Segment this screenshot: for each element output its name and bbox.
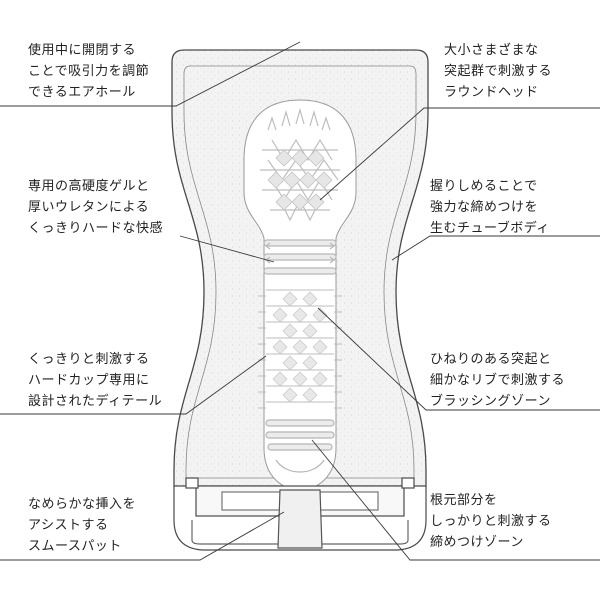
callout-line-base-zone: [311, 439, 600, 561]
label-hard-gel: 専用の高硬度ゲルと 厚いウレタンによる くっきりハードな快感: [28, 179, 164, 236]
label-brushing-zone: ひねりのある突起と 細かなリブで刺激する ブラッシングゾーン: [430, 352, 566, 409]
callout-line-tube-body: [391, 235, 600, 261]
callout-line-brushing-zone: [317, 307, 600, 411]
round-head-diamonds: [267, 149, 333, 211]
label-round-head: 大小さまざまな 突起群で刺激する ラウンドヘッド: [444, 43, 553, 100]
smooth-pad: [277, 489, 323, 549]
label-base-zone: 根元部分を しっかりと刺激する 締めつけゾーン: [430, 493, 552, 550]
brushing-zone-diamonds: [272, 291, 328, 403]
callout-line-hard-gel: [179, 235, 275, 263]
label-tube-body: 握りしめることで 強力な締めつけを 生むチューブボディ: [430, 179, 550, 236]
callout-line-air-hole: [0, 41, 301, 107]
callout-lines: [0, 41, 600, 561]
label-hard-cup-detail: くっきりと刺激する ハードカップ専用に 設計されたディテール: [28, 352, 163, 409]
rib-zone-bands: [263, 239, 337, 275]
label-smooth-pad: なめらかな挿入を アシストする スムースパット: [28, 497, 137, 554]
callout-line-hard-cup-detail: [0, 355, 267, 415]
label-air-hole: 使用中に開閉する ことで吸引力を調節 できるエアホール: [28, 43, 150, 100]
callout-line-smooth-pad: [0, 511, 285, 561]
callout-line-round-head: [319, 107, 600, 201]
